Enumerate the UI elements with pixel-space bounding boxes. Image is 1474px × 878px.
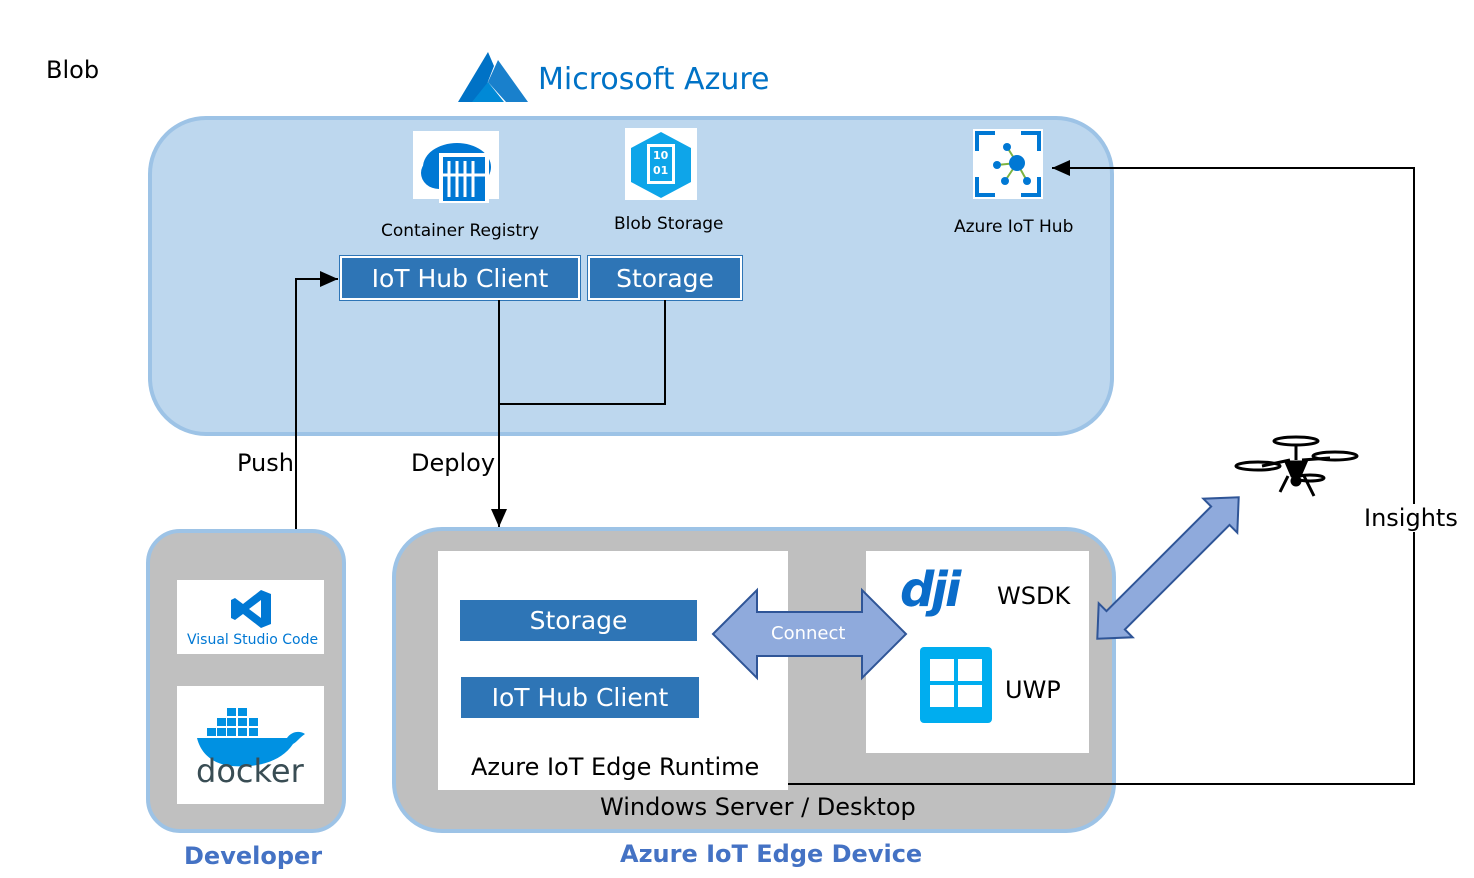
os-label: Windows Server / Desktop [600, 793, 916, 821]
edge-iot-hub-client-box: IoT Hub Client [461, 677, 699, 718]
dji-logo-text: dji [900, 562, 961, 618]
blob-storage-label: Blob Storage [614, 214, 724, 234]
azure-logo-icon [458, 52, 528, 102]
container-registry-label: Container Registry [381, 221, 540, 241]
insights-label: Insights [1362, 504, 1460, 532]
windows-tile [920, 647, 992, 723]
vscode-icon [231, 590, 271, 628]
azure-iot-hub-client-box: IoT Hub Client [339, 255, 581, 301]
blob-icon-text-bottom: 01 [653, 164, 669, 177]
docker-label: docker [196, 752, 304, 790]
azure-storage-box: Storage [587, 255, 743, 301]
inner-connect-label: Connect [771, 623, 846, 644]
dji-logo-icon: dji [900, 562, 990, 618]
edge-runtime-box [438, 551, 788, 790]
vscode-label: Visual Studio Code [187, 632, 319, 648]
push-label: Push [237, 449, 294, 477]
blob-storage-icon [631, 132, 691, 198]
docker-tile: docker [177, 686, 324, 804]
blob-icon-text-top: 10 [653, 149, 669, 162]
edge-storage-box: Storage [460, 600, 697, 641]
azure-logo-text: Microsoft Azure [538, 62, 770, 97]
drone-icon [1234, 435, 1359, 497]
push-arrow [295, 271, 338, 529]
iot-hub-tile [973, 129, 1043, 199]
vscode-tile: Visual Studio Code [177, 580, 324, 654]
uwp-label: UWP [1005, 676, 1061, 704]
corner-label: Blob [46, 56, 100, 84]
docker-icon [197, 708, 305, 767]
container-registry-tile [413, 131, 499, 203]
edge-runtime-label: Azure IoT Edge Runtime [471, 753, 760, 781]
insights-arrow [788, 160, 1415, 785]
azure-logo: Microsoft Azure [458, 52, 769, 104]
deploy-label: Deploy [411, 449, 496, 477]
blob-storage-tile: 10 01 [625, 128, 697, 200]
developer-title: Developer [184, 842, 323, 870]
iot-hub-icon [975, 131, 1041, 197]
wsdk-label: WSDK [997, 582, 1071, 610]
diagonal-connect-arrow [1096, 496, 1240, 640]
inner-connect-arrow [711, 587, 908, 681]
storage-deploy-line [499, 300, 666, 405]
windows-icon [920, 647, 992, 723]
iot-hub-label: Azure IoT Hub [954, 217, 1074, 237]
edge-device-title: Azure IoT Edge Device [620, 840, 923, 868]
container-registry-icon [421, 143, 491, 203]
